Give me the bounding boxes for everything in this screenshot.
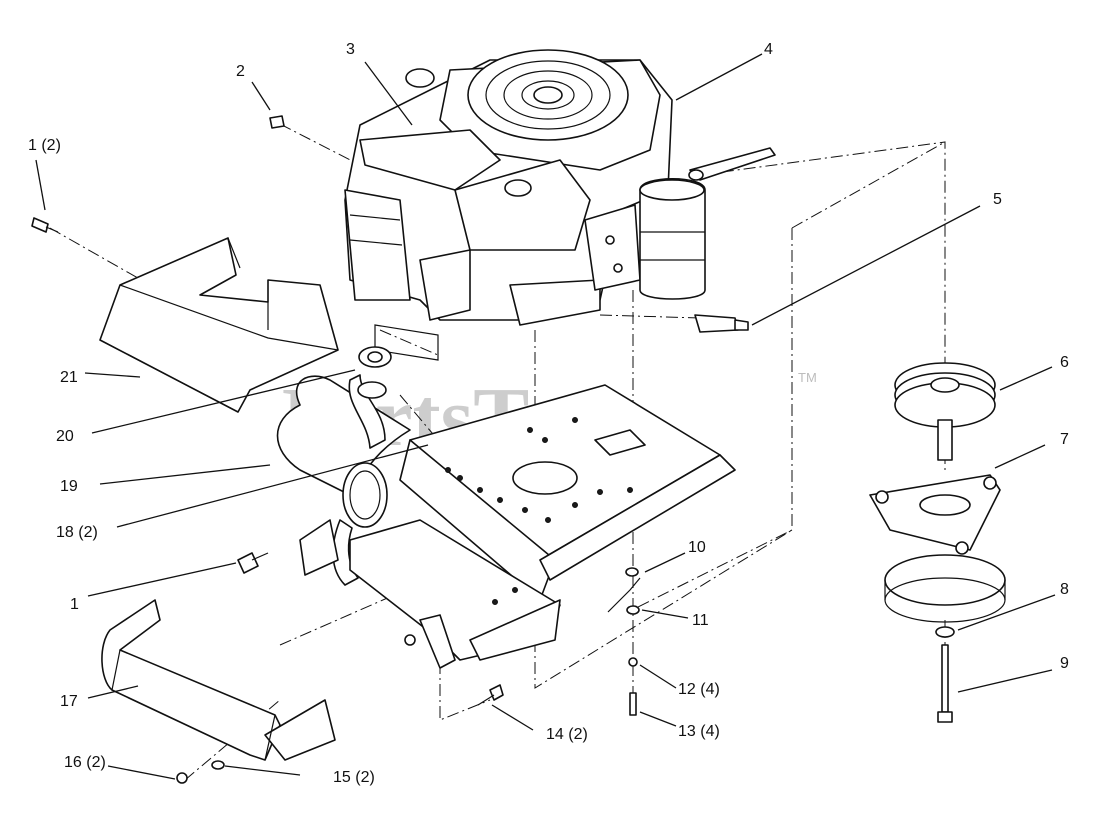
callout-18[interactable]: 18 (2) [56, 524, 98, 541]
callout-5[interactable]: 5 [993, 191, 1002, 208]
callout-2[interactable]: 2 [236, 63, 245, 80]
oil-sensor[interactable] [694, 314, 749, 333]
bumper-washer[interactable] [211, 760, 225, 770]
clutch-washer[interactable] [935, 626, 955, 638]
bumper-nut[interactable] [176, 772, 188, 784]
pulley[interactable] [894, 362, 996, 461]
callout-1-2[interactable]: 1 (2) [28, 137, 61, 154]
heat-shield[interactable] [99, 237, 339, 413]
key[interactable] [607, 567, 641, 613]
callout-9[interactable]: 9 [1060, 655, 1069, 672]
engine[interactable] [269, 49, 776, 326]
callout-10[interactable]: 10 [688, 539, 706, 556]
callout-13[interactable]: 13 (4) [678, 723, 720, 740]
washer-11[interactable] [626, 605, 640, 615]
muffler-bolt[interactable] [237, 552, 269, 574]
callout-3[interactable]: 3 [346, 41, 355, 58]
callout-8[interactable]: 8 [1060, 581, 1069, 598]
callout-21[interactable]: 21 [60, 369, 78, 386]
callout-14[interactable]: 14 (2) [546, 726, 588, 743]
engine-nut[interactable] [628, 657, 638, 667]
callout-19[interactable]: 19 [60, 478, 78, 495]
callout-17[interactable]: 17 [60, 693, 78, 710]
callout-1[interactable]: 1 [70, 596, 79, 613]
callout-12[interactable]: 12 (4) [678, 681, 720, 698]
frame[interactable] [349, 384, 736, 669]
shield-bolt[interactable] [31, 217, 59, 233]
engine-bolt[interactable] [629, 692, 637, 716]
callouts: 1 (2) 2 3 4 5 6 7 8 9 10 11 12 (4) 13 (4… [28, 41, 1069, 786]
muffler[interactable] [276, 374, 411, 586]
callout-4[interactable]: 4 [764, 41, 773, 58]
exhaust-gasket[interactable] [358, 324, 439, 368]
frame-holes [445, 417, 633, 605]
callout-16[interactable]: 16 (2) [64, 754, 106, 771]
watermark-tm: TM [798, 370, 817, 385]
callout-11[interactable]: 11 [692, 612, 709, 629]
leader-lines [35, 53, 1056, 780]
callout-7[interactable]: 7 [1060, 431, 1069, 448]
callout-6[interactable]: 6 [1060, 354, 1069, 371]
clutch-bolt[interactable] [937, 644, 953, 723]
callout-20[interactable]: 20 [56, 428, 74, 445]
front-bumper[interactable] [101, 599, 336, 761]
bumper-bolt[interactable] [477, 684, 504, 706]
callout-15[interactable]: 15 (2) [333, 769, 375, 786]
pto-clutch[interactable] [869, 474, 1006, 623]
